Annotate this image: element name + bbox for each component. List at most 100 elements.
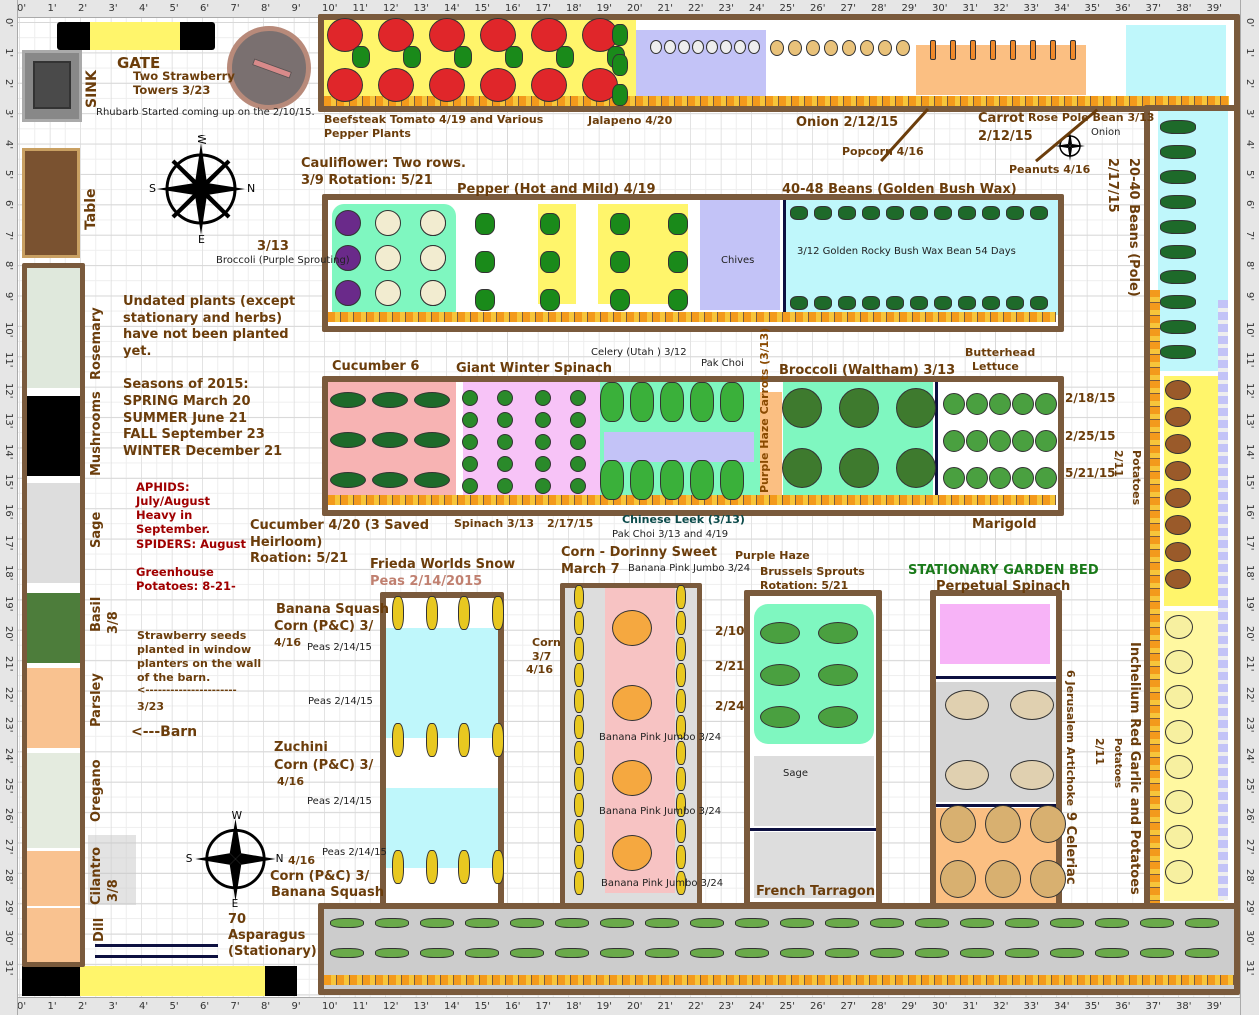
peas-label: Peas 2/14/15 — [322, 847, 387, 858]
gate[interactable] — [57, 22, 215, 50]
compass-s: S — [186, 853, 193, 865]
compass-w: W — [232, 810, 243, 822]
herb-rosemary: Rosemary — [89, 307, 104, 380]
ruler-tick-label: 14' — [1244, 443, 1255, 460]
mushrooms-zone — [27, 396, 80, 476]
sink[interactable] — [22, 50, 82, 122]
popcorn-label: Popcorn 4/16 — [842, 145, 924, 158]
aphids-note: September. — [136, 522, 211, 536]
cucumber-note: Roation: 5/21 — [250, 551, 349, 566]
broccoli-icon — [782, 388, 822, 428]
lettuce-icon — [989, 430, 1011, 452]
tomato-icon — [429, 18, 465, 52]
ruler-tick-label: 19' — [3, 595, 14, 612]
corn-pc-date: 4/16 — [277, 775, 304, 788]
marigold-border — [1218, 300, 1228, 900]
celeriac-icon — [985, 805, 1021, 843]
broccoli-purple-label: Broccoli (Purple Sprouting) — [216, 255, 350, 266]
brussels-rotation: Rotation: 5/21 — [760, 579, 849, 592]
marigold-border — [328, 495, 1056, 505]
cucumber-icon — [330, 392, 366, 408]
compass-w: W — [195, 135, 208, 145]
tomato-icon — [378, 68, 414, 102]
bean-icon — [934, 206, 952, 220]
compass-icon — [1055, 131, 1085, 161]
herb-cilantro: Cilantro — [89, 846, 104, 905]
selection-box[interactable] — [88, 835, 136, 905]
ruler-tick-label: 24' — [3, 747, 14, 764]
asparagus-icon — [960, 918, 994, 928]
compass-n: N — [276, 853, 284, 865]
season-fall: FALL September 23 — [123, 427, 265, 442]
pepper-icon — [505, 46, 523, 68]
lettuce-icon — [943, 430, 965, 452]
lettuce-date: 5/21/15 — [1065, 466, 1116, 480]
ruler-tick-label: 29' — [1244, 899, 1255, 916]
ruler-tick-label: 21' — [657, 1001, 673, 1012]
corn-side-date: 3/7 — [532, 650, 552, 663]
carrot-icon — [1050, 40, 1056, 60]
ruler-tick-label: 4' — [3, 139, 14, 149]
corn-icon — [392, 596, 404, 630]
onion-icon — [824, 40, 838, 56]
season-winter: WINTER December 21 — [123, 444, 283, 459]
onion-label: Onion 2/12/15 — [796, 115, 899, 130]
potato-icon — [1165, 615, 1193, 639]
ruler-tick-label: 6' — [1244, 200, 1255, 210]
bean-icon — [1160, 170, 1196, 184]
compass-e: E — [198, 233, 205, 245]
sage-zone — [27, 483, 80, 583]
ruler-tick-label: 7' — [3, 230, 14, 240]
oregano-zone — [27, 753, 80, 848]
asparagus-icon — [1140, 918, 1174, 928]
corn-icon — [392, 850, 404, 884]
asparagus-icon — [780, 918, 814, 928]
bottom-gate[interactable] — [22, 966, 297, 996]
bean-icon — [1160, 220, 1196, 234]
peas-zone — [386, 628, 498, 738]
spinach-icon — [462, 456, 478, 472]
celeriac-icon — [985, 860, 1021, 898]
ruler-tick-label: 14' — [3, 443, 14, 460]
ruler-tick-label: 3' — [3, 109, 14, 119]
ruler-tick-label: 15' — [1244, 474, 1255, 490]
brussels-icon — [818, 706, 858, 728]
rhubarb-pot[interactable] — [227, 26, 311, 110]
onion-zone-2 — [1086, 30, 1126, 100]
cauliflower-label: Cauliflower: Two rows. — [301, 156, 466, 171]
cauliflower-rotation: 3/9 Rotation: 5/21 — [301, 173, 433, 188]
bean-icon — [1030, 296, 1048, 310]
bean-icon — [1160, 295, 1196, 309]
bean-icon — [886, 206, 904, 220]
ruler-tick-label: 35' — [1084, 3, 1100, 14]
inchelium-label: Inchelium Red Garlic and Potatoes — [1127, 642, 1142, 895]
peas-bed[interactable] — [380, 592, 504, 910]
pak-choi-dates: Pak Choi 3/13 and 4/19 — [612, 529, 729, 540]
onion-carrot-bed[interactable] — [636, 14, 1240, 112]
cucumber-note: Heirloom) — [250, 535, 323, 550]
broccoli-waltham-label: Broccoli (Waltham) 3/13 — [779, 363, 956, 378]
onion-icon — [860, 40, 874, 56]
ruler-tick-label: 2' — [3, 78, 14, 88]
asparagus-icon — [1140, 948, 1174, 958]
corn-icon — [458, 723, 470, 757]
carrot-icon — [950, 40, 956, 60]
banana-squash-label: Banana Squash — [271, 885, 384, 900]
aphids-note: July/August — [136, 494, 210, 508]
french-tarragon-label: French Tarragon — [756, 884, 876, 899]
greenhouse-note: Potatoes: 8-21- — [136, 579, 236, 593]
table[interactable] — [22, 148, 80, 258]
compass-icon: W S N E — [186, 810, 284, 910]
corn-pc-date: 4/16 — [274, 636, 301, 649]
table-label: Table — [83, 188, 99, 230]
bean-icon — [1160, 270, 1196, 284]
ruler-tick-label: 26' — [810, 1001, 826, 1012]
lettuce-icon — [966, 430, 988, 452]
corn-icon — [676, 871, 686, 895]
brussels-icon — [818, 622, 858, 644]
ruler-tick-label: 9' — [3, 291, 14, 301]
potato-icon — [1165, 685, 1193, 709]
herb-bed[interactable] — [22, 263, 85, 967]
potato-icon — [1165, 380, 1191, 400]
bean-icon — [958, 206, 976, 220]
